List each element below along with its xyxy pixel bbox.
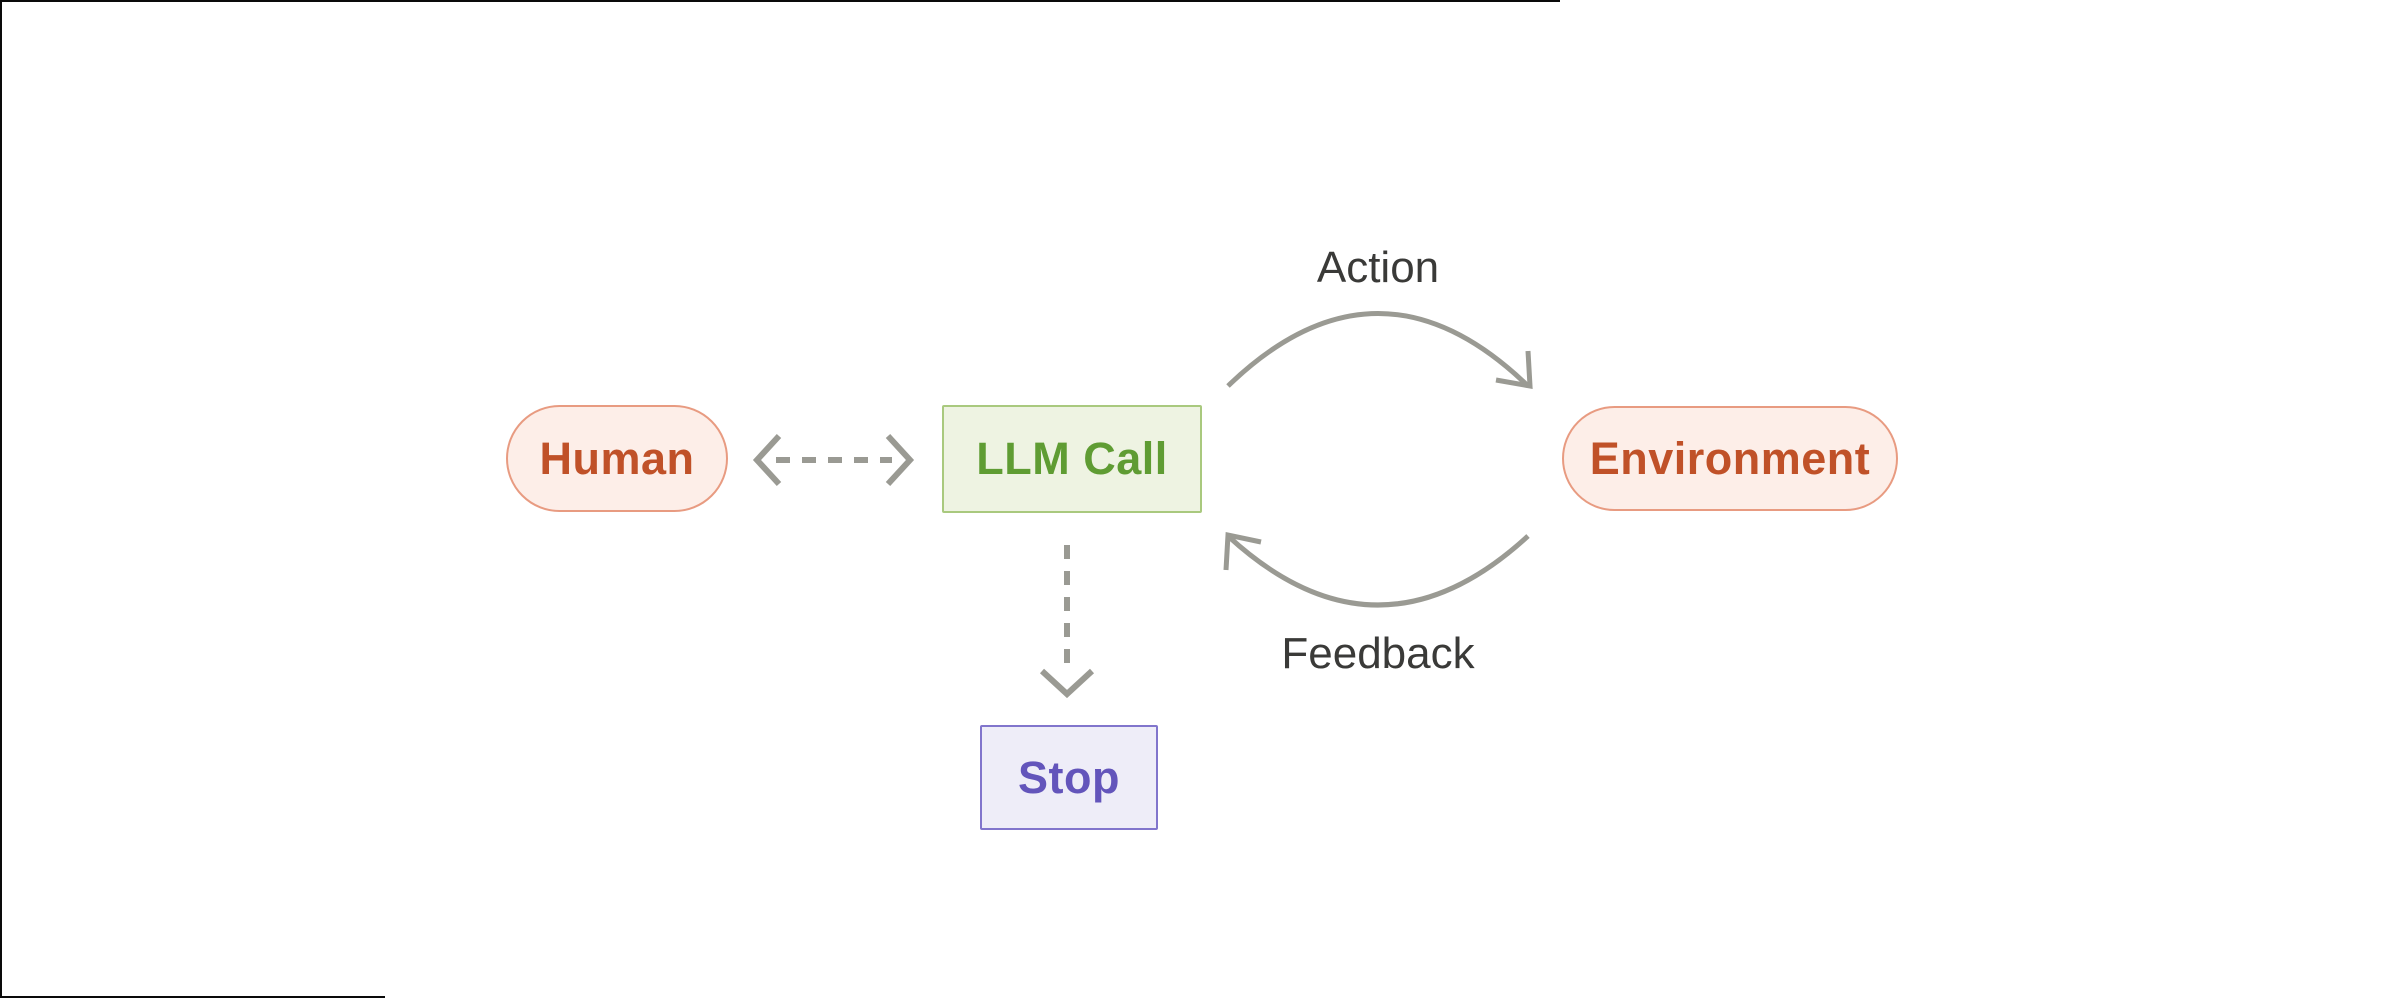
- node-llm-call: LLM Call: [942, 405, 1202, 513]
- node-environment: Environment: [1562, 406, 1898, 511]
- node-human-label: Human: [539, 432, 695, 484]
- node-environment-label: Environment: [1589, 432, 1871, 484]
- feedback-arc: [1226, 534, 1530, 608]
- action-arrow: [1226, 311, 1533, 390]
- llm-stop-dashed-arrow: [1039, 545, 1095, 699]
- node-human: Human: [506, 405, 728, 512]
- cropped-border-left: [0, 0, 2, 998]
- cropped-border-top: [0, 0, 1560, 2]
- node-stop-label: Stop: [1018, 751, 1120, 803]
- action-arrowhead-icon: [1495, 350, 1533, 390]
- right-chevron-arrowhead-icon: [885, 433, 915, 487]
- left-chevron-arrowhead-icon: [752, 433, 782, 487]
- cropped-border-bottom: [0, 996, 385, 998]
- feedback-arrow: [1223, 531, 1530, 608]
- action-edge-label: Action: [1316, 243, 1440, 292]
- node-stop: Stop: [980, 725, 1158, 830]
- action-arc: [1226, 311, 1530, 388]
- human-llm-dashed-arrow: [752, 433, 915, 487]
- down-chevron-arrowhead-icon: [1039, 668, 1095, 699]
- node-llm-call-label: LLM Call: [976, 433, 1168, 484]
- feedback-edge-label: Feedback: [1281, 629, 1475, 678]
- feedback-arrowhead-icon: [1223, 531, 1262, 571]
